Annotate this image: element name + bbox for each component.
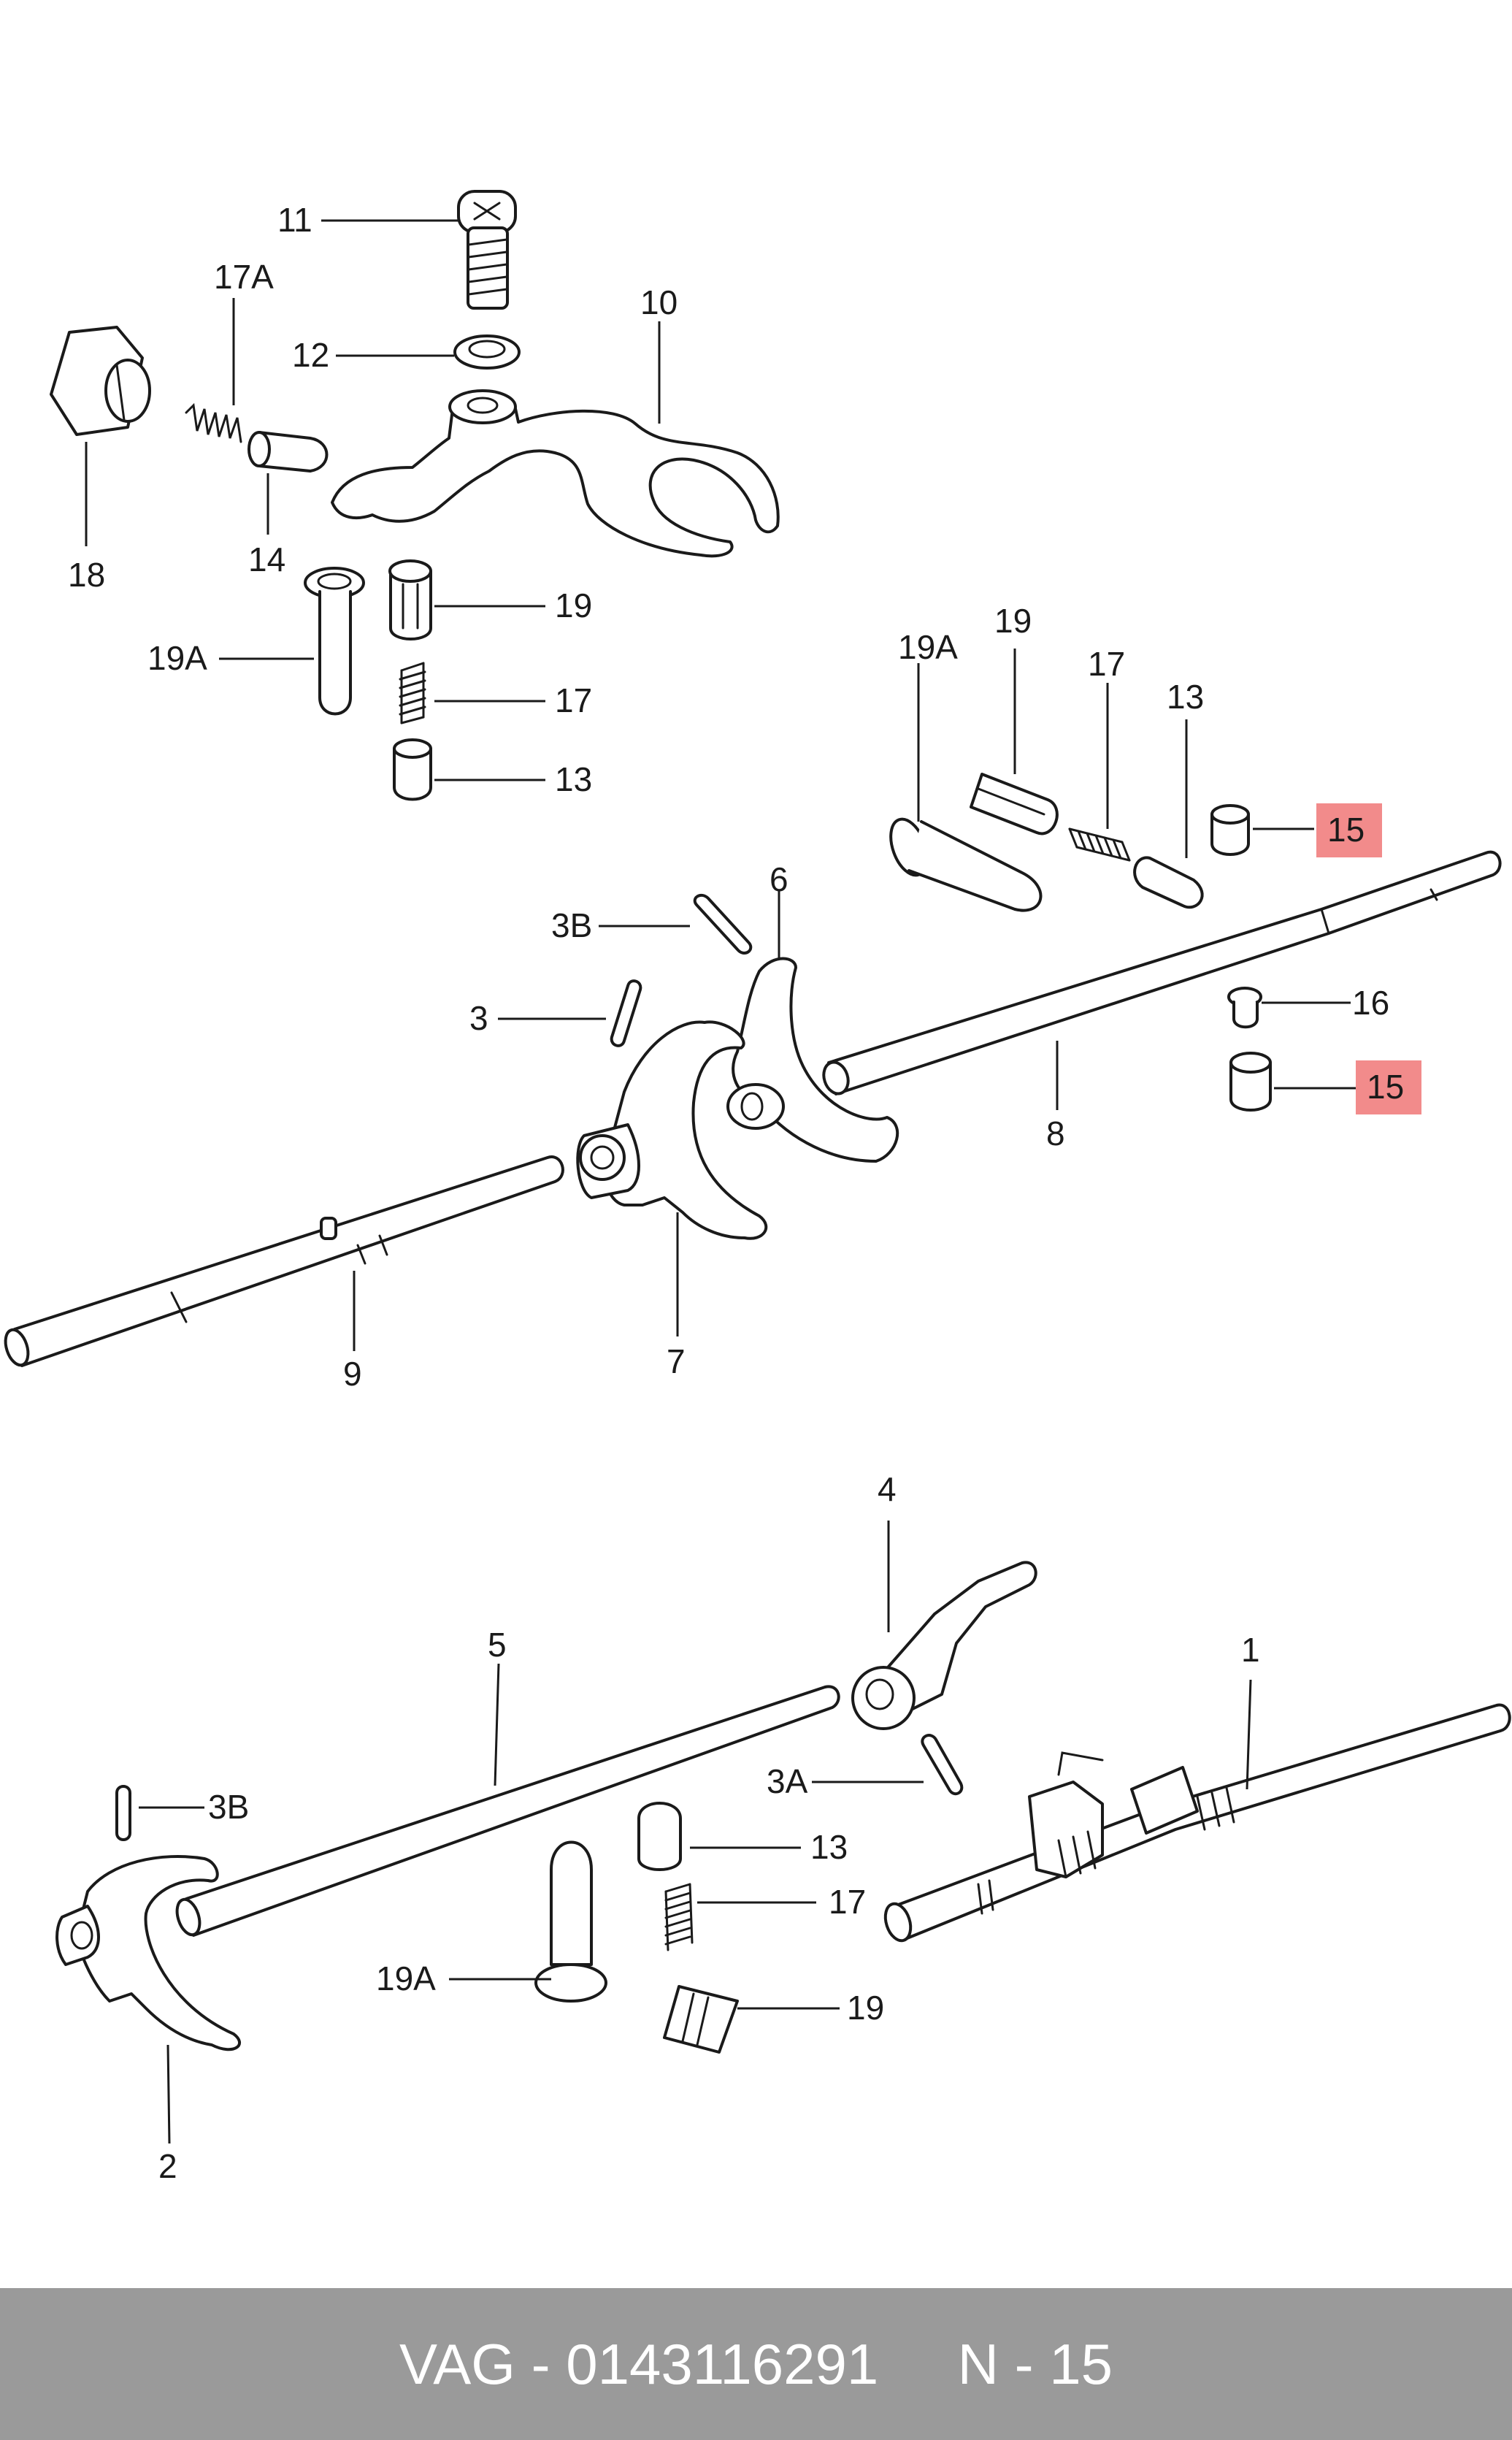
part-19-bushing-bottom bbox=[663, 1985, 739, 2054]
footer-brand: VAG bbox=[399, 2331, 515, 2396]
part-3-pin bbox=[610, 979, 642, 1047]
callout-19a-left: 19A bbox=[147, 639, 207, 677]
part-17a-spring bbox=[185, 402, 242, 443]
callout-19-bottom: 19 bbox=[847, 1989, 884, 2027]
callout-14: 14 bbox=[248, 540, 285, 578]
callout-10: 10 bbox=[640, 283, 678, 321]
callout-17-right: 17 bbox=[1088, 645, 1125, 683]
callout-13-right: 13 bbox=[1167, 678, 1204, 716]
part-11-screw bbox=[457, 190, 517, 310]
callout-1: 1 bbox=[1241, 1631, 1260, 1669]
callout-6: 6 bbox=[770, 860, 788, 898]
part-3b-pin-bottom bbox=[115, 1785, 131, 1841]
part-19a-guide-bottom bbox=[534, 1840, 607, 2003]
callout-15-top: 15 bbox=[1327, 811, 1365, 849]
part-16-plug bbox=[1227, 987, 1262, 1029]
callout-11: 11 bbox=[277, 201, 312, 239]
highlight-15-bottom bbox=[1356, 1060, 1421, 1114]
callout-19-left: 19 bbox=[555, 586, 592, 624]
callout-16: 16 bbox=[1352, 984, 1389, 1022]
part-13-plunger-left bbox=[393, 738, 432, 801]
callout-13-left: 13 bbox=[555, 760, 592, 798]
footer-gap bbox=[878, 2331, 957, 2398]
callout-18: 18 bbox=[68, 556, 105, 594]
highlight-15-top bbox=[1316, 803, 1382, 857]
part-number-footer: VAG - 0143116291 N - 15 bbox=[0, 2288, 1512, 2440]
callout-13-bottom: 13 bbox=[810, 1828, 848, 1866]
part-2-fork bbox=[55, 1855, 241, 2051]
part-15-cap-bottom bbox=[1229, 1052, 1272, 1112]
part-19a-guide-right bbox=[889, 817, 1043, 912]
callout-12: 12 bbox=[292, 336, 329, 374]
callout-3b-bottom: 3B bbox=[208, 1788, 249, 1826]
part-10-lever bbox=[331, 389, 780, 558]
part-7-fork bbox=[576, 1020, 768, 1240]
callout-19-right: 19 bbox=[994, 602, 1032, 640]
callout-19a-bottom: 19A bbox=[376, 1959, 436, 1997]
callout-15-bottom: 15 bbox=[1367, 1068, 1404, 1106]
part-19-bushing-right bbox=[970, 773, 1059, 835]
part-19a-guide-left bbox=[304, 567, 365, 716]
part-15-cap-top bbox=[1210, 804, 1250, 856]
part-3b-pin-top bbox=[693, 893, 753, 955]
part-8-shift-rod bbox=[822, 850, 1502, 1095]
part-6-fork bbox=[726, 957, 899, 1163]
part-17-spring-bottom bbox=[664, 1883, 694, 1951]
part-12-washer bbox=[453, 334, 521, 370]
callout-7: 7 bbox=[667, 1342, 686, 1380]
leader-lines bbox=[85, 219, 1356, 2144]
callout-3a: 3A bbox=[767, 1762, 808, 1800]
callout-3b-top: 3B bbox=[551, 906, 592, 944]
callout-19a-right: 19A bbox=[898, 628, 958, 666]
callout-17-bottom: 17 bbox=[829, 1883, 866, 1921]
callout-8: 8 bbox=[1046, 1114, 1065, 1152]
part-4-shift-finger bbox=[851, 1561, 1037, 1730]
part-5-shift-rod bbox=[175, 1685, 840, 1937]
callout-17-left: 17 bbox=[555, 681, 592, 719]
part-1-shift-shaft bbox=[883, 1703, 1511, 1943]
footer-reference: N - 15 bbox=[957, 2331, 1113, 2396]
part-17-spring-left bbox=[399, 662, 426, 724]
callout-2: 2 bbox=[158, 2147, 177, 2185]
callout-5: 5 bbox=[488, 1626, 507, 1664]
part-9-shift-rod bbox=[4, 1155, 564, 1367]
part-3a-pin bbox=[921, 1734, 964, 1796]
callout-4: 4 bbox=[878, 1470, 897, 1508]
callout-9: 9 bbox=[343, 1355, 362, 1393]
callout-17a-top: 17A bbox=[214, 258, 274, 296]
part-13-plunger-bottom bbox=[637, 1802, 682, 1871]
part-17-spring-right bbox=[1068, 827, 1131, 862]
footer-separator: - bbox=[515, 2331, 567, 2396]
part-13-plunger-right bbox=[1133, 856, 1204, 909]
part-14-plunger bbox=[247, 431, 329, 473]
footer-part-number: 0143116291 bbox=[566, 2331, 879, 2396]
part-19-bushing-left bbox=[388, 559, 432, 640]
callout-3: 3 bbox=[469, 999, 488, 1037]
part-18-nut bbox=[50, 326, 151, 436]
